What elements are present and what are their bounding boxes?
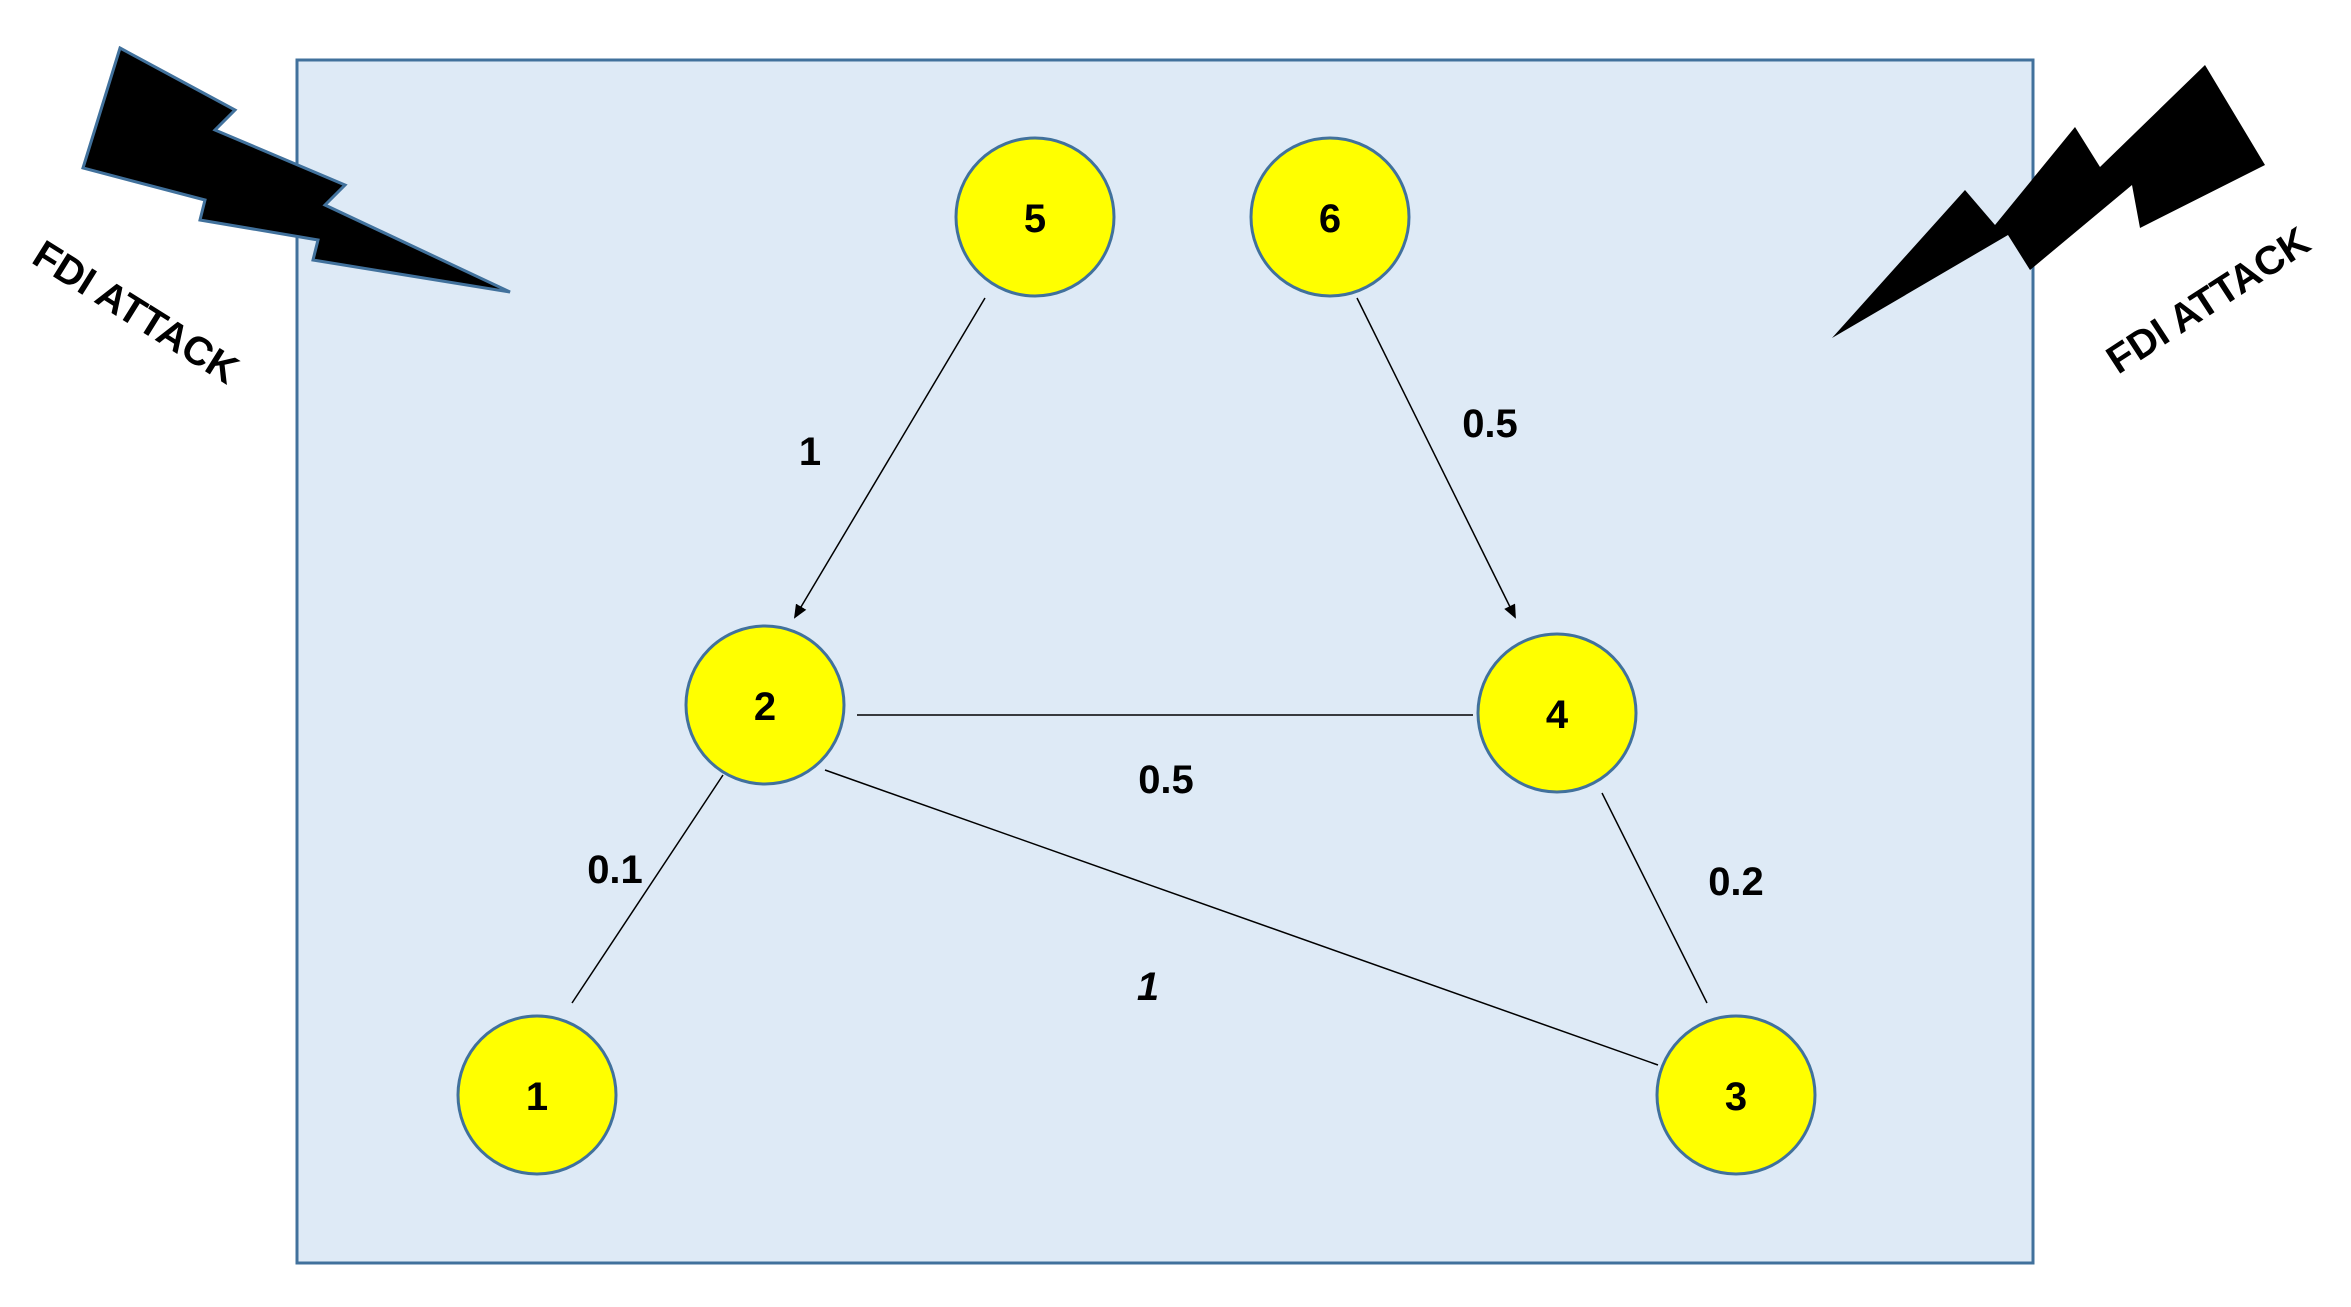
node-label: 4 xyxy=(1546,693,1569,737)
edge-4-3 xyxy=(1601,792,1708,1004)
weight-label-6-4: 0.5 xyxy=(1462,402,1518,446)
edge-5-2 xyxy=(793,297,986,619)
node-2: 2 xyxy=(684,624,846,786)
attack-label-right: FDI ATTACK xyxy=(2099,219,2318,383)
node-label: 1 xyxy=(526,1075,548,1119)
node-5: 5 xyxy=(954,136,1116,298)
node-label: 6 xyxy=(1319,197,1341,241)
edge-2-3 xyxy=(824,769,1659,1066)
lightning-bolt-icon xyxy=(1832,65,2265,338)
lightning-bolt-icon xyxy=(81,45,511,294)
edges xyxy=(571,297,1708,1066)
nodes: 5 6 2 4 1 3 xyxy=(456,136,1817,1176)
edge-6-4 xyxy=(1356,297,1516,619)
node-label: 5 xyxy=(1024,197,1046,241)
node-1: 1 xyxy=(456,1014,618,1176)
attack-label-left: FDI ATTACK xyxy=(25,232,246,393)
edge-2-1 xyxy=(571,774,724,1004)
node-4: 4 xyxy=(1476,632,1638,794)
node-label: 3 xyxy=(1725,1075,1747,1119)
weight-label-2-3: 1 xyxy=(1137,965,1159,1009)
weight-label-2-1: 0.1 xyxy=(587,848,643,892)
weight-label-2-4: 0.5 xyxy=(1138,758,1194,802)
edge-weights: 1 0.5 0.5 0.1 1 0.2 xyxy=(587,402,1764,1009)
node-6: 6 xyxy=(1249,136,1411,298)
node-3: 3 xyxy=(1655,1014,1817,1176)
node-label: 2 xyxy=(754,685,776,729)
weight-label-4-3: 0.2 xyxy=(1708,860,1764,904)
weight-label-5-2: 1 xyxy=(799,430,821,474)
